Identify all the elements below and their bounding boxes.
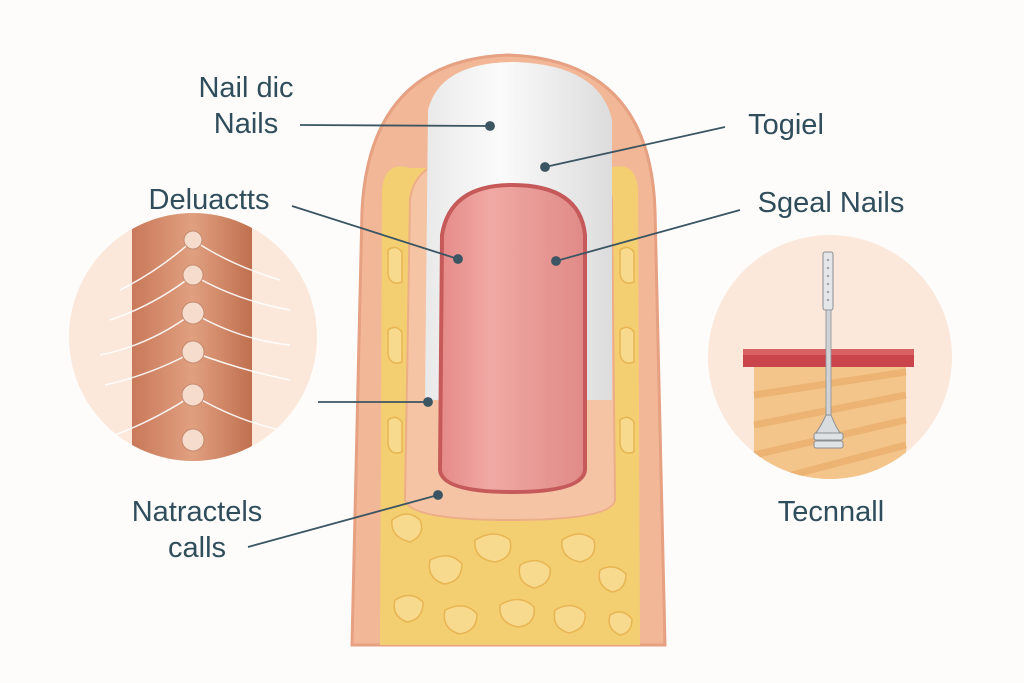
label-tecnnall: Tecnnall xyxy=(777,496,885,528)
label-natractels: Natractels xyxy=(131,496,263,528)
right-inset-circle xyxy=(708,235,952,479)
label-nail-dic: Nail dic xyxy=(198,72,294,104)
label-togiel: Togiel xyxy=(748,109,824,141)
nail-tool-icon xyxy=(813,251,844,449)
label-sgeal-nails: Sgeal Nails xyxy=(757,187,905,219)
label-nails: Nails xyxy=(213,108,279,140)
left-inset-circle xyxy=(69,213,317,461)
finger-cross-section xyxy=(350,53,667,647)
label-deluactts: Deluactts xyxy=(148,184,270,216)
label-calls: calls xyxy=(167,532,227,564)
leader-lines xyxy=(247,121,741,548)
